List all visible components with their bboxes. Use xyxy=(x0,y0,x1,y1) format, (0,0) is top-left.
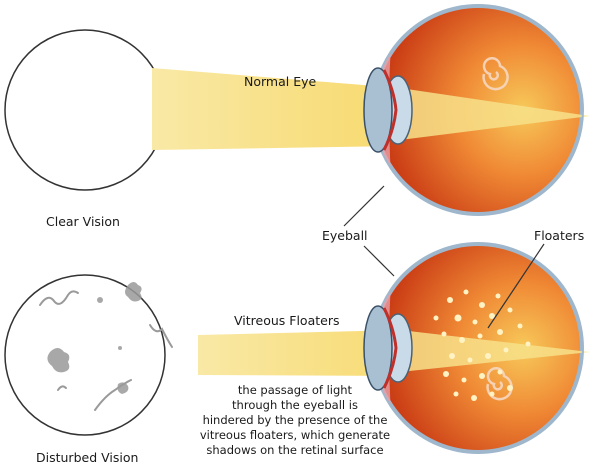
clear-vision-label: Clear Vision xyxy=(46,214,120,229)
caption-text: the passage of light through the eyeball… xyxy=(190,383,400,458)
normal-eye-label: Normal Eye xyxy=(244,74,316,89)
caption-line: shadows on the retinal surface xyxy=(190,443,400,458)
normal-eyeball xyxy=(364,4,590,216)
vitreous-floaters-label: Vitreous Floaters xyxy=(234,313,339,328)
clear-vision-circle xyxy=(5,30,165,190)
caption-line: hindered by the presence of the xyxy=(190,413,400,428)
caption-line: through the eyeball is xyxy=(190,398,400,413)
eyeball-leader-bottom xyxy=(364,246,394,276)
eyeball-leader-top xyxy=(344,186,384,226)
caption-line: the passage of light xyxy=(190,383,400,398)
caption-line: vitreous floaters, which generate xyxy=(190,428,400,443)
eyeball-label: Eyeball xyxy=(322,228,368,243)
floaters-label: Floaters xyxy=(534,228,584,243)
disturbed-vision-label: Disturbed Vision xyxy=(36,450,138,465)
